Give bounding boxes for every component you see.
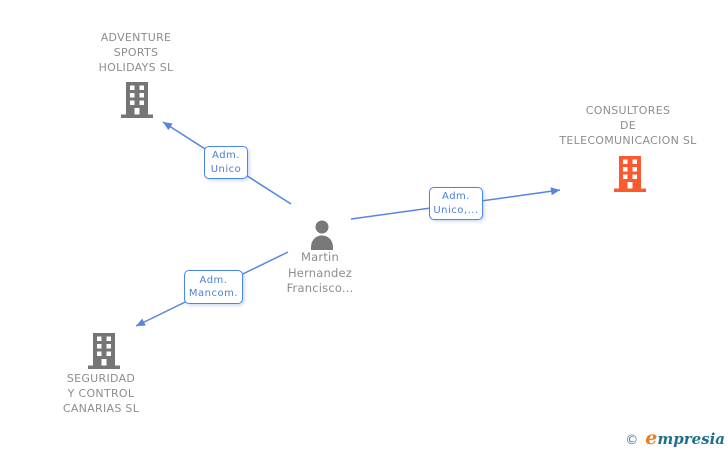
edge-label-adm-unico: Adm. Unico (204, 146, 248, 179)
building-icon (614, 156, 646, 192)
person-node[interactable] (307, 220, 337, 254)
edge-label-line: Adm. (212, 150, 240, 161)
building-icon (121, 82, 153, 118)
person-name-line: Martin (301, 250, 339, 264)
company-name-line: CONSULTORES (585, 104, 671, 117)
company-name-consultores[interactable]: CONSULTORES DE TELECOMUNICACION SL (528, 103, 728, 148)
company-node-consultores[interactable] (614, 156, 646, 196)
company-name-line: Y CONTROL (67, 387, 135, 400)
company-name-seguridad[interactable]: SEGURIDAD Y CONTROL CANARIAS SL (21, 371, 181, 416)
copyright-icon: © (625, 433, 639, 448)
building-icon (88, 333, 120, 369)
edge-label-line: Unico (210, 163, 242, 175)
person-name-line: Hernandez (287, 265, 353, 280)
empresia-watermark: © e mpresia (625, 427, 725, 449)
company-node-adventure[interactable] (121, 82, 153, 122)
company-name-line: SPORTS (113, 46, 159, 59)
person-name-line: Francisco... (286, 281, 354, 295)
brand-name: mpresia (657, 430, 725, 448)
company-node-seguridad[interactable] (88, 333, 120, 373)
edge-label-adm-mancom: Adm. Mancom. (184, 270, 243, 304)
brand-initial: e (645, 427, 658, 449)
edge-label-line: Mancom. (188, 288, 239, 299)
company-name-line: ADVENTURE (100, 31, 172, 44)
company-name-line: CANARIAS SL (62, 402, 140, 415)
edge-label-line: Adm. (442, 191, 470, 202)
company-name-line: HOLIDAYS SL (98, 61, 174, 74)
company-name-line: TELECOMUNICACION SL (559, 134, 697, 147)
edge-label-line: Adm. (199, 274, 228, 286)
company-name-line: DE (619, 119, 637, 132)
edge-label-line: Unico,... (433, 204, 479, 216)
company-name-adventure[interactable]: ADVENTURE SPORTS HOLIDAYS SL (46, 30, 226, 75)
person-icon (311, 220, 333, 250)
edge-label-adm-unico-etc: Adm. Unico,... (429, 187, 483, 220)
company-name-line: SEGURIDAD (66, 372, 136, 385)
person-name[interactable]: Martin Hernandez Francisco... (240, 250, 400, 297)
